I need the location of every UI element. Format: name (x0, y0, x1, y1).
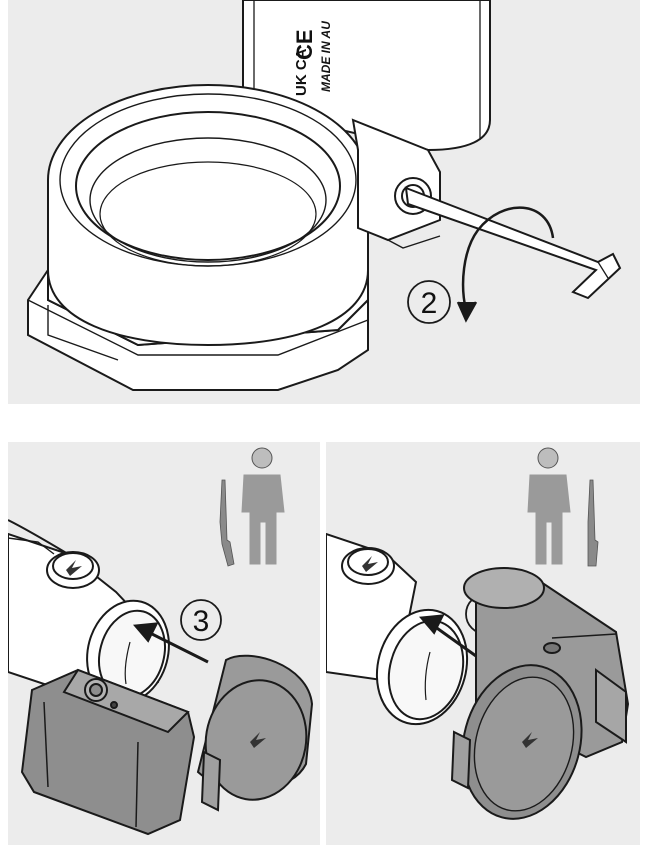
step-2-illustration-panel: UK CA CE MADE IN AU (8, 0, 640, 404)
step-3-remove-cap-panel: 3 (8, 442, 320, 845)
bird-logo-icon (522, 732, 538, 748)
step-3-attach-cap-panel: 3 (326, 442, 640, 845)
step-2-marker: 2 (407, 280, 451, 324)
step-3-number: 3 (193, 605, 210, 638)
scope-mount-drawing: UK CA CE MADE IN AU (27, 0, 622, 391)
cap-removal-drawing: 3 (8, 447, 314, 836)
cap-attach-drawing: 3 (326, 447, 630, 820)
ce-mark: CE (292, 29, 317, 60)
push-arrow-icon (132, 622, 209, 664)
bird-logo-icon (66, 560, 82, 576)
step-2-number: 2 (421, 287, 438, 320)
eyepiece-cap (20, 654, 314, 836)
bird-logo-icon (250, 732, 266, 748)
panel-divider (321, 442, 325, 845)
made-in-mark: MADE IN AU (319, 21, 333, 92)
ukca-mark: UK CA (293, 48, 310, 96)
objective-lens-ring (375, 608, 469, 726)
rotation-arrow-icon (456, 206, 555, 323)
person-figure-icon (527, 447, 571, 565)
person-figure-icon (241, 447, 285, 565)
hex-key-icon (404, 186, 622, 300)
mount-ring (27, 84, 441, 391)
rifle-icon (219, 479, 235, 567)
bird-logo-icon (362, 556, 378, 572)
step-3-marker: 3 (180, 599, 222, 641)
push-arrow-icon (418, 614, 477, 658)
rifle-icon (587, 479, 599, 567)
body-markings: UK CA CE MADE IN AU (292, 21, 333, 96)
